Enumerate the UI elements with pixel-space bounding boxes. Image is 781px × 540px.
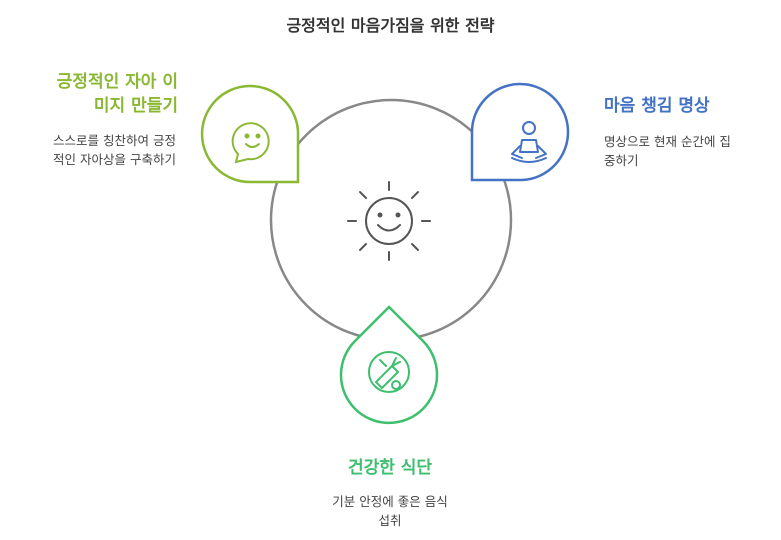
self-image-heading-line2: 미지 만들기 [93, 96, 178, 116]
meditation-description: 명상으로 현재 순간에 집 중하기 [604, 132, 774, 170]
carrot-vegetables-icon [368, 351, 410, 393]
smiling-speech-bubble-icon [231, 122, 270, 164]
self-image-marker [200, 84, 300, 184]
meditation-marker [470, 82, 570, 182]
self-image-description: 스스로를 칭찬하여 긍정 적인 자아상을 구축하기 [18, 131, 176, 169]
meditation-heading: 마음 챙김 명상 [604, 96, 710, 116]
healthy-diet-heading: 건강한 식단 [347, 458, 433, 478]
healthy-diet-description: 기분 안정에 좋은 음식 섭취 [290, 492, 490, 530]
sun-smile-icon [347, 181, 431, 261]
healthy-diet-desc-line2: 섭취 [378, 513, 402, 528]
healthy-diet-desc-line1: 기분 안정에 좋은 음식 [332, 494, 448, 509]
meditation-person-icon [511, 121, 547, 163]
self-image-heading-line1: 긍정적인 자아 이 [56, 72, 178, 92]
meditation-desc-line1: 명상으로 현재 순간에 집 [604, 134, 731, 149]
meditation-desc-line2: 중하기 [604, 153, 639, 168]
diagram-title: 긍정적인 마음가짐을 위한 전략 [286, 16, 495, 35]
healthy-diet-marker [339, 305, 439, 425]
self-image-desc-line2: 적인 자아상을 구축하기 [53, 152, 176, 167]
self-image-heading: 긍정적인 자아 이 미지 만들기 [28, 70, 178, 118]
self-image-desc-line1: 스스로를 칭찬하여 긍정 [53, 133, 176, 148]
